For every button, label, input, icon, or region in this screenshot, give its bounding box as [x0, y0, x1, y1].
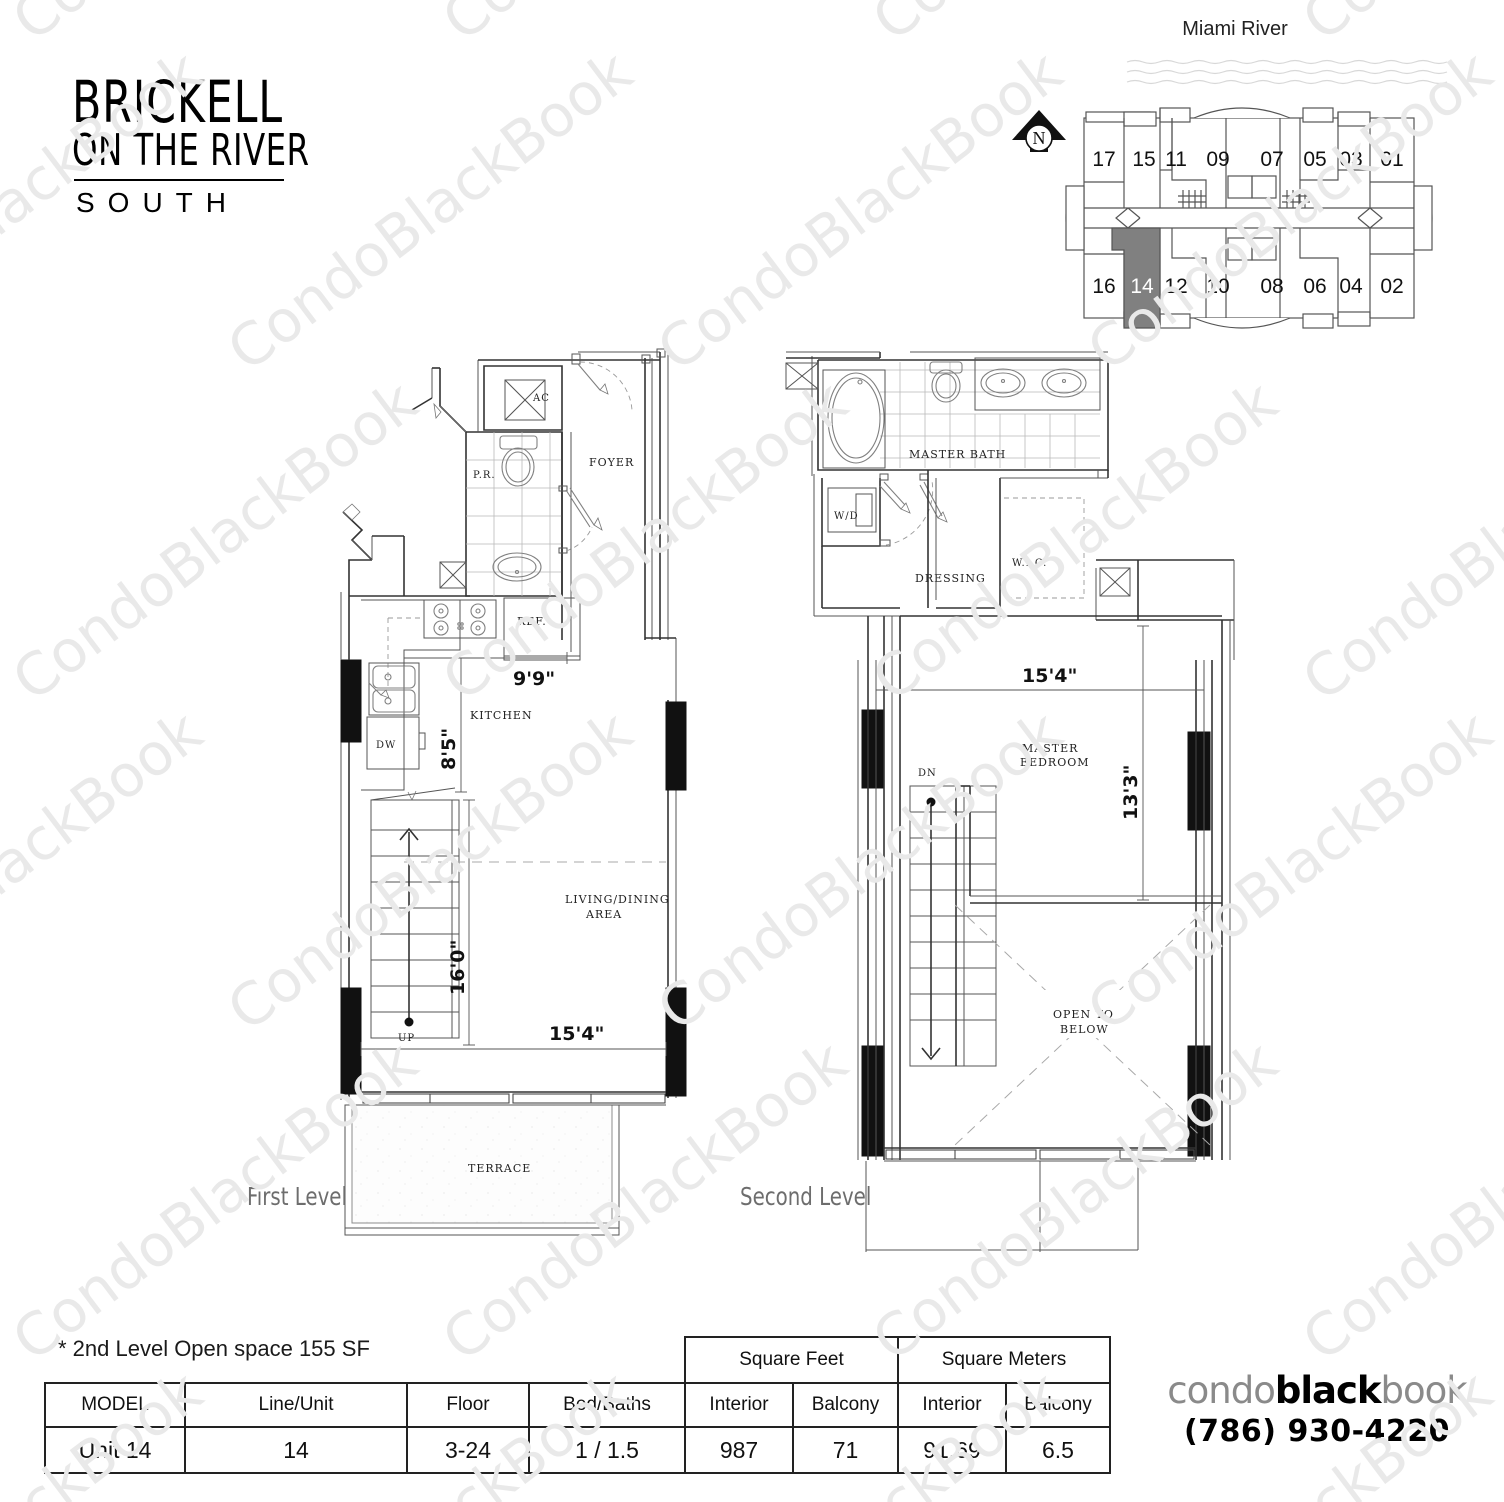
svg-text:06: 06 [1303, 275, 1326, 298]
keyplate-unit-14-highlight [1111, 227, 1161, 329]
svg-text:REF.: REF. [517, 615, 547, 628]
logo-line-brickell: BRICKELL [72, 68, 283, 136]
first-level-caption: First Level [247, 1182, 347, 1211]
svg-text:MASTER BATH: MASTER BATH [909, 448, 1006, 461]
logo-divider [74, 178, 284, 181]
svg-text:AC: AC [532, 393, 550, 404]
svg-text:17: 17 [1092, 148, 1115, 171]
north-arrow-icon: N [1012, 110, 1066, 152]
cbb-word-condo: condo [1167, 1369, 1276, 1412]
key-plate-diagram: .kw { fill:#fff; stroke:#555; stroke-wid… [1065, 59, 1448, 329]
value-floor: 3-24 [406, 1426, 530, 1474]
svg-text:13'3": 13'3" [1120, 765, 1142, 820]
condoblackbook-logo[interactable]: condoblackbook (786) 930-4220 [1152, 1372, 1482, 1449]
svg-text:TERRACE: TERRACE [468, 1162, 531, 1175]
svg-text:02: 02 [1380, 275, 1403, 298]
svg-text:15'4": 15'4" [1022, 665, 1077, 687]
value-sm-balcony: 6.5 [1005, 1426, 1111, 1474]
svg-text:05: 05 [1303, 148, 1326, 171]
svg-text:01: 01 [1380, 148, 1403, 171]
svg-text:9'9": 9'9" [513, 668, 555, 690]
value-model: Unit 14 [44, 1426, 186, 1474]
value-sf-interior: 987 [684, 1426, 794, 1474]
header-bed-baths: Bed/Baths [528, 1382, 686, 1428]
value-sf-balcony: 71 [792, 1426, 899, 1474]
first-level-plan: P.R. AC [340, 348, 687, 1236]
cbb-wordmark: condoblackbook [1152, 1372, 1482, 1409]
svg-text:N: N [1033, 128, 1046, 148]
second-level-caption: Second Level [740, 1182, 872, 1211]
svg-text:DN: DN [918, 768, 937, 779]
svg-text:AREA: AREA [585, 908, 622, 921]
svg-text:16'0": 16'0" [447, 940, 469, 995]
header-floor: Floor [406, 1382, 530, 1428]
svg-text:09: 09 [1206, 148, 1229, 171]
group-header-square-meters: Square Meters [897, 1336, 1111, 1384]
svg-text:BEDROOM: BEDROOM [1020, 756, 1090, 769]
svg-text:P.R.: P.R. [473, 470, 496, 481]
svg-text:KITCHEN: KITCHEN [470, 709, 533, 722]
header-line-unit: Line/Unit [184, 1382, 408, 1428]
svg-text:07: 07 [1260, 148, 1283, 171]
miami-river-label: Miami River [1182, 18, 1288, 40]
svg-text:OPEN TO: OPEN TO [1053, 1008, 1114, 1021]
key-plate: Miami River .kw { fill:#fff; stroke:#555… [1000, 18, 1470, 348]
svg-text:14: 14 [1130, 275, 1154, 298]
cbb-word-black: black [1274, 1369, 1382, 1412]
logo-line-on-the-river: ON THE RIVER [72, 125, 310, 177]
svg-text:03: 03 [1339, 148, 1362, 171]
svg-text:11: 11 [1165, 148, 1187, 171]
value-bed-baths: 1 / 1.5 [528, 1426, 686, 1474]
header-model: MODEL [44, 1382, 186, 1428]
group-header-square-feet: Square Feet [684, 1336, 899, 1384]
svg-text:12: 12 [1164, 275, 1187, 298]
project-logo: BRICKELL ON THE RIVER SOUTH [72, 68, 332, 219]
value-sm-interior: 91.69 [897, 1426, 1007, 1474]
svg-text:W.I.C.: W.I.C. [1012, 558, 1047, 569]
svg-text:15: 15 [1132, 148, 1155, 171]
svg-text:8'5": 8'5" [438, 728, 460, 770]
header-sm-interior: Interior [897, 1382, 1007, 1428]
svg-text:16: 16 [1092, 275, 1115, 298]
second-level-plan: MASTER BATH W/D [785, 351, 1235, 1252]
svg-text:LIVING/DINING: LIVING/DINING [565, 893, 670, 906]
unit-spec-table: MODEL Line/Unit Floor Bed/Baths Interior… [44, 1382, 1111, 1474]
unit-spec-group-header: Square Feet Square Meters [684, 1336, 1111, 1384]
svg-text:FOYER: FOYER [589, 456, 634, 469]
svg-text:DW: DW [376, 740, 396, 751]
svg-text:W/D: W/D [834, 511, 859, 522]
svg-text:08: 08 [1260, 275, 1283, 298]
open-space-footnote: * 2nd Level Open space 155 SF [58, 1336, 370, 1361]
table-header-row: MODEL Line/Unit Floor Bed/Baths Interior… [44, 1382, 1111, 1428]
svg-text:UP: UP [398, 1033, 415, 1044]
value-line-unit: 14 [184, 1426, 408, 1474]
svg-text:04: 04 [1339, 275, 1363, 298]
svg-text:10: 10 [1206, 275, 1229, 298]
svg-text:DRESSING: DRESSING [915, 572, 986, 585]
svg-text:MASTER: MASTER [1022, 742, 1078, 755]
svg-text:BELOW: BELOW [1060, 1023, 1109, 1036]
cbb-word-book: book [1380, 1369, 1468, 1412]
header-sm-balcony: Balcony [1005, 1382, 1111, 1428]
table-row: Unit 14 14 3-24 1 / 1.5 987 71 91.69 6.5 [44, 1426, 1111, 1474]
header-sf-balcony: Balcony [792, 1382, 899, 1428]
contact-phone-number[interactable]: (786) 930-4220 [1183, 1414, 1451, 1449]
logo-line-south: SOUTH [76, 186, 239, 218]
svg-text:15'4": 15'4" [549, 1023, 604, 1045]
header-sf-interior: Interior [684, 1382, 794, 1428]
